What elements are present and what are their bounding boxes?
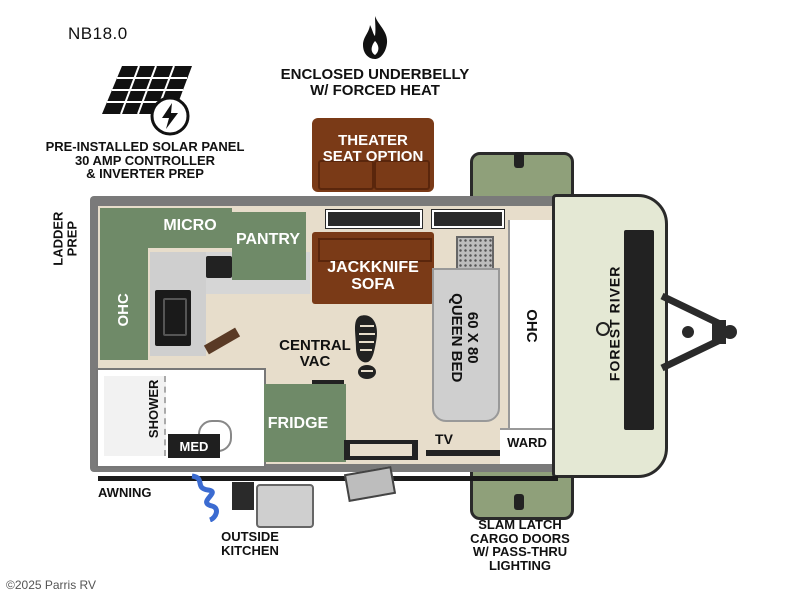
front-window [624,230,654,430]
fridge-label: FRIDGE [267,415,329,432]
brand-label: FOREST RIVER [606,265,623,382]
med-label: MED [179,439,209,454]
outside-kitchen-grill [256,484,314,528]
latch-bottom-icon [514,494,524,510]
micro-cabinet [100,208,232,248]
copyright: ©2025 Parris RV [6,578,96,592]
tv-icon [426,450,500,456]
ward-label: WARD [507,435,547,450]
theater-seat-option [312,118,434,192]
wardrobe [500,428,554,464]
ohc-right-cabinet [508,220,556,434]
entry-door-step [350,444,412,456]
tv-label: TV [435,431,453,447]
sink-icon [155,290,191,346]
awning-label: AWNING [98,485,152,500]
micro-label: MICRO [163,217,217,234]
model-name: NB18.0 [68,24,128,43]
shower-stall [104,376,166,456]
awning-bar [98,476,558,481]
pantry-label: PANTRY [236,231,300,248]
outside-kitchen-sink [232,482,254,510]
ohc-left-label: OHC [115,293,133,327]
jackknife-sofa-label: JACKKNIFE SOFA [327,259,419,293]
underbelly-callout: ENCLOSED UNDERBELLY W/ FORCED HEAT [280,66,470,99]
cooktop-icon [206,256,232,278]
ohc-left-cabinet [100,248,148,360]
lightning-bolt-icon [150,96,190,136]
pantry-cabinet [232,212,306,280]
cargo-doors-callout: SLAM LATCH CARGO DOORS W/ PASS-THRU LIGH… [470,517,570,573]
roof-vent-2 [431,209,505,229]
solar-callout: PRE-INSTALLED SOLAR PANEL 30 AMP CONTROL… [45,139,245,182]
central-vac-icon [312,380,344,386]
latch-top-icon [514,152,524,168]
queen-bed [432,268,500,422]
roof-vent-1 [325,209,423,229]
central-vac-label: CENTRAL VAC [279,337,351,370]
jackknife-sofa [312,232,434,304]
shower-label: SHOWER [146,379,162,439]
flame-icon [363,16,388,59]
fridge [264,384,346,462]
brand-logo-icon [596,322,610,336]
ladder-prep-label: LADDER PREP [50,211,79,266]
medicine-cabinet [168,434,220,458]
queen-bed-label: 60 x 80 QUEEN BED [448,293,481,383]
ohc-right-label: OHC [522,309,540,343]
theater-seat-label: THEATER SEAT OPTION [322,132,424,165]
outside-kitchen-label: OUTSIDE KITCHEN [221,529,279,558]
hitch-icon [660,292,737,372]
hose-icon [191,473,219,522]
footprint-icon [355,315,378,379]
